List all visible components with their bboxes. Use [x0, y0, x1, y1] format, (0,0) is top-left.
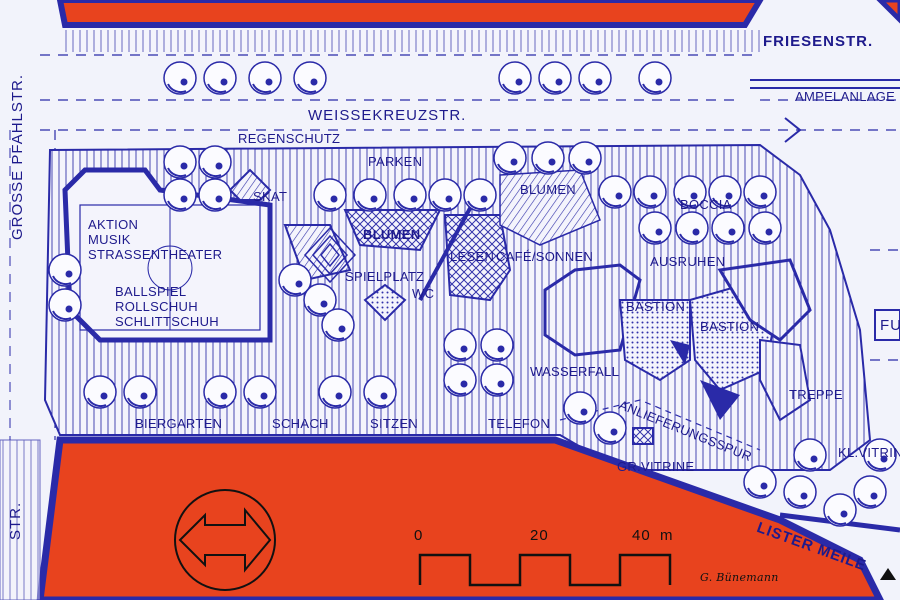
label-schach: SCHACH [272, 416, 329, 431]
label-wasserfall: WASSERFALL [530, 364, 620, 379]
tree-icon [318, 375, 352, 409]
label-lesen: LESEN [450, 249, 495, 264]
tree-icon [708, 175, 742, 209]
tree-icon [293, 61, 327, 95]
tree-icon [638, 211, 672, 245]
building-top-right [876, 0, 900, 24]
play-pyramid [303, 226, 357, 284]
label-regenschutz: REGENSCHUTZ [238, 131, 341, 146]
street-grosse-pfahlstr: GROSSE PFAHLSTR. [9, 73, 26, 240]
tree-icon [363, 375, 397, 409]
building-top-left [56, 0, 764, 28]
label-rollschuh: ROLLSCHUH [115, 299, 198, 314]
label-biergarten: BIERGARTEN [135, 416, 223, 431]
label-bastion-1: BASTION [626, 299, 686, 314]
label-musik: MUSIK [88, 232, 131, 247]
tree-icon [493, 141, 527, 175]
tree-icon [748, 211, 782, 245]
tree-icon [278, 263, 312, 297]
tree-icon [633, 175, 667, 209]
tree-icon [480, 328, 514, 362]
label-wc: WC [412, 286, 435, 301]
tree-icon [353, 178, 387, 212]
scale-bar-graphic [418, 553, 672, 587]
tree-icon [568, 141, 602, 175]
label-sitzen: SITZEN [370, 416, 419, 431]
tree-icon [480, 363, 514, 397]
tree-icon [538, 61, 572, 95]
tree-icon [793, 438, 827, 472]
signature: G. Bünemann [700, 571, 779, 584]
tree-icon [443, 363, 477, 397]
label-parken: PARKEN [368, 154, 423, 169]
tree-icon [638, 61, 672, 95]
tree-icon [498, 61, 532, 95]
tree-icon [321, 308, 355, 342]
scale-tick-40: 40 [632, 527, 651, 544]
tree-icon [598, 175, 632, 209]
label-treppe: TREPPE [789, 387, 843, 402]
tree-icon [203, 61, 237, 95]
tree-icon [48, 253, 82, 287]
tree-icon [123, 375, 157, 409]
tree-icon [743, 465, 777, 499]
street-fragment-left: STR. [7, 501, 24, 540]
label-blumen-mid: BLUMEN [363, 227, 421, 242]
label-fu-fragment: FU [880, 317, 900, 334]
label-ausruhen: AUSRUHEN [650, 254, 726, 269]
tree-icon [163, 178, 197, 212]
tree-icon [303, 283, 337, 317]
street-friesenstr: FRIESENSTR. [763, 33, 874, 50]
tree-icon [675, 211, 709, 245]
label-aktion: AKTION [88, 217, 139, 232]
tree-icon [393, 178, 427, 212]
tree-icon [743, 175, 777, 209]
scale-unit: m [660, 527, 674, 544]
tree-icon [711, 211, 745, 245]
tree-icon [563, 391, 597, 425]
tree-icon [823, 493, 857, 527]
tree-icon [248, 61, 282, 95]
scale-tick-0: 0 [414, 527, 424, 544]
label-bastion-2: BASTION [700, 319, 760, 334]
tree-icons [48, 61, 897, 527]
tree-icon [428, 178, 462, 212]
tree-icon [783, 475, 817, 509]
tree-icon [531, 141, 565, 175]
tree-icon [463, 178, 497, 212]
label-blumen-top: BLUMEN [520, 182, 576, 197]
label-spielplatz: SPIELPLATZ [345, 269, 425, 284]
label-ampelanlage: AMPELANLAGE [795, 89, 896, 104]
tree-icon [198, 178, 232, 212]
tree-icon [163, 61, 197, 95]
tree-icon [83, 375, 117, 409]
tree-icon [578, 61, 612, 95]
label-kl-vitrine: KL.VITRINE [838, 445, 900, 460]
label-boccia: BOCCIA [680, 197, 732, 212]
tree-icon [198, 145, 232, 179]
tree-icon [443, 328, 477, 362]
label-cafe-sonnen: CAFÉ/SONNEN [496, 249, 594, 264]
tree-icon [863, 438, 897, 472]
tree-icon [203, 375, 237, 409]
north-arrow-icon [174, 489, 276, 591]
tree-icon [313, 178, 347, 212]
tree-icon [853, 475, 887, 509]
label-strassentheater: STRASSENTHEATER [88, 247, 223, 262]
label-ballspiel: BALLSPIEL [115, 284, 187, 299]
street-weissekreuzstr: WEISSEKREUZSTR. [308, 107, 467, 124]
tree-icon [48, 288, 82, 322]
label-schlittschuh: SCHLITTSCHUH [115, 314, 219, 329]
label-telefon: TELEFON [488, 416, 551, 431]
label-gr-vitrine: GR.VITRINE [617, 459, 695, 474]
tree-icon [243, 375, 277, 409]
scale-tick-20: 20 [530, 527, 549, 544]
tree-icon [593, 411, 627, 445]
tree-icon [163, 145, 197, 179]
tree-icon [673, 175, 707, 209]
label-skat: SKAT [253, 189, 288, 204]
